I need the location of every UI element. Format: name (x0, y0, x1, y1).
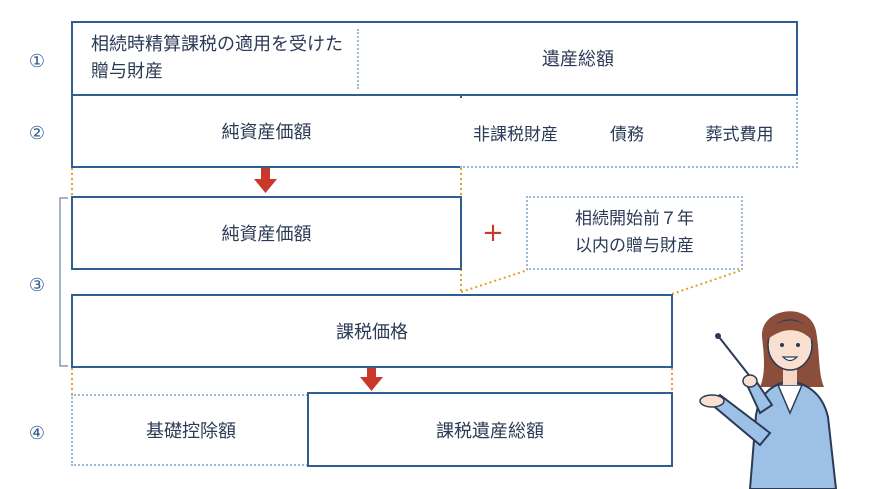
down-arrow-1 (261, 168, 270, 180)
step-2-label: ② (28, 122, 46, 144)
down-arrow-1-head (254, 179, 277, 193)
net-assets-box-2: 純資産価額 (71, 196, 462, 270)
plus-sign: + (482, 218, 504, 248)
guide-line (460, 269, 529, 293)
down-arrow-2 (367, 368, 376, 378)
row-1-box: 相続時精算課税の適用を受けた贈与財産 遺産総額 (71, 21, 798, 96)
row-1-divider (357, 29, 359, 89)
gifts-within-7-years-box: 相続開始前７年 以内の贈与財産 (526, 196, 743, 270)
taxable-value-box: 課税価格 (71, 294, 673, 368)
gifts-7y-line-2: 以内の贈与財産 (575, 236, 694, 256)
debts-box: 債務 (571, 98, 685, 168)
presenter-illustration (699, 311, 838, 489)
gifts-7y-line-1: 相続開始前７年 (575, 209, 694, 229)
non-taxable-box: 非課税財産 (460, 98, 573, 168)
total-estate-label: 遺産総額 (542, 49, 614, 70)
step-4-label: ④ (28, 422, 46, 444)
down-arrow-2-head (360, 377, 383, 391)
step-3-bracket (59, 197, 68, 367)
basic-deduction-box: 基礎控除額 (71, 394, 311, 466)
step-1-label: ① (28, 50, 46, 72)
net-assets-box: 純資産価額 (71, 94, 462, 168)
funeral-costs-box: 葬式費用 (683, 98, 798, 168)
guide-line (671, 269, 743, 295)
gift-settlement-label: 相続時精算課税の適用を受けた贈与財産 (91, 34, 343, 82)
taxable-estate-total-box: 課税遺産総額 (307, 392, 673, 467)
step-3-label: ③ (28, 274, 46, 296)
